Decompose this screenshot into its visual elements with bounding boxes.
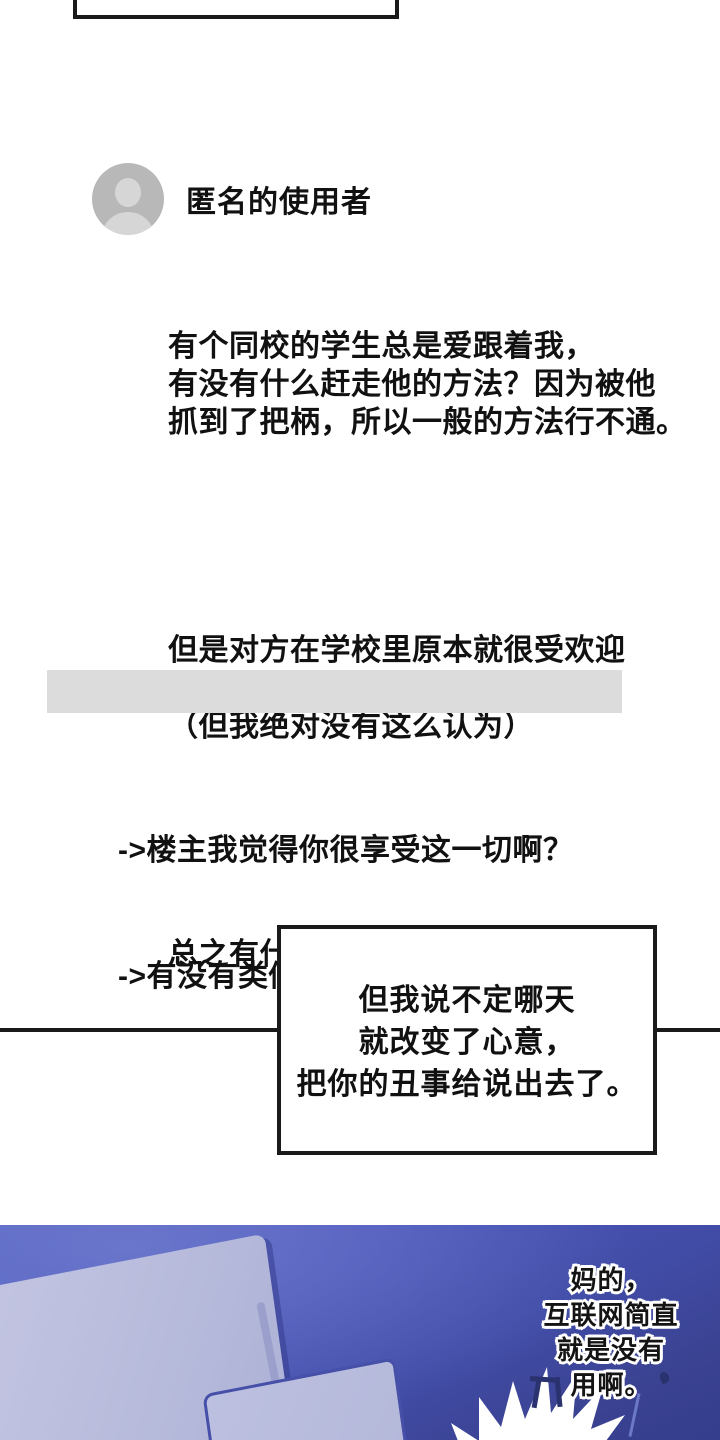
forum-post-header: 匿名的使用者 <box>92 163 372 235</box>
speech-box-text: 但我说不定哪天 就改变了心意， 把你的丑事给说出去了。 <box>296 984 638 1101</box>
avatar-head-shape <box>115 178 141 207</box>
panel-divider-right <box>654 1028 720 1032</box>
bottom-scene-speech-text: 妈的， 互联网简直 就是没有 用啊。 <box>541 1263 680 1403</box>
panel-divider-left <box>0 1028 280 1032</box>
paragraph-spacer <box>168 518 720 556</box>
avatar-body-shape <box>101 212 155 235</box>
post-paragraph-1: 有个同校的学生总是爱跟着我， 有没有什么赶走他的方法？因为被他 抓到了把柄，所以… <box>168 330 687 439</box>
user-avatar-icon <box>92 163 164 235</box>
top-panel-frame <box>73 0 399 19</box>
character-hair-shape <box>425 1353 685 1440</box>
post-author-name: 匿名的使用者 <box>186 186 372 219</box>
gray-divider-bar <box>47 670 622 713</box>
bottom-scene-panel: 妈的， 互联网简直 就是没有 用啊。 <box>0 1225 720 1440</box>
reply-line-1: ->楼主我觉得你很享受这一切啊？ <box>118 834 574 867</box>
speech-box: 但我说不定哪天 就改变了心意， 把你的丑事给说出去了。 <box>277 925 657 1155</box>
